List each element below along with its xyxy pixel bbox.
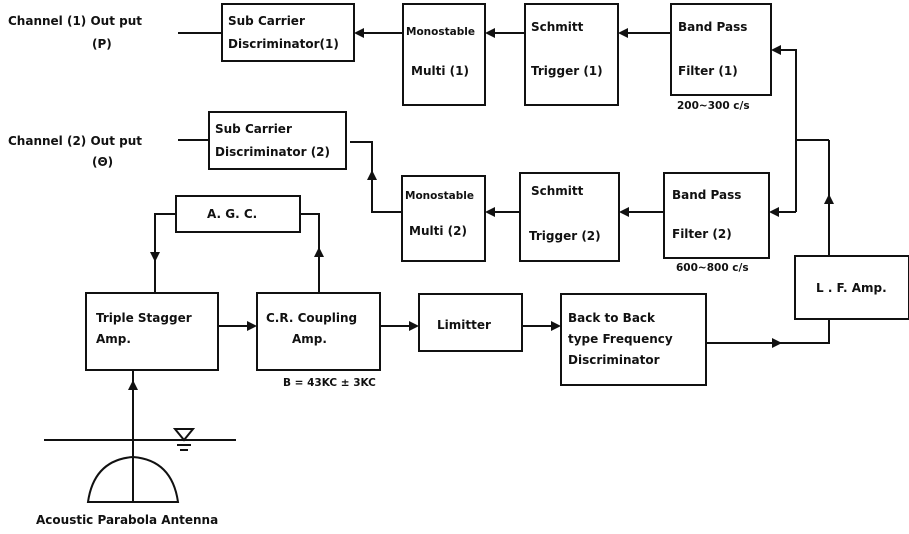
schmitt-trigger-1-label-l2: Trigger (1) — [531, 64, 603, 78]
monostable-multi-1-box — [403, 4, 485, 105]
back-to-back-label-l1: Back to Back — [568, 311, 656, 325]
band-pass-filter-2-range: 600~800 c/s — [676, 262, 749, 274]
feed-to-bpf1-arrow — [771, 45, 781, 55]
sub-carrier-discriminator-2-label-l2: Discriminator (2) — [215, 145, 330, 159]
limitter-to-discriminator-arrow — [551, 321, 561, 331]
monostable-multi-1-label-l2: Multi (1) — [411, 64, 469, 78]
cr-to-limitter-arrow — [409, 321, 419, 331]
schmitt1-to-mono1-arrow — [485, 28, 495, 38]
channel-2-output-label: Channel (2) Out put — [8, 134, 142, 148]
agc-label: A. G. C. — [207, 207, 257, 221]
antenna-label: Acoustic Parabola Antenna — [36, 513, 218, 527]
band-pass-filter-2-box — [664, 173, 769, 258]
water-level-symbol — [175, 429, 193, 440]
band-pass-filter-2-label-l2: Filter (2) — [672, 227, 732, 241]
cr-coupling-amp-label-l2: Amp. — [292, 332, 327, 346]
band-pass-filter-1-box — [671, 4, 771, 95]
limitter-label: Limitter — [437, 318, 491, 332]
sub-carrier-discriminator-1-label-l2: Discriminator(1) — [228, 37, 339, 51]
schmitt-trigger-2-label-l1: Schmitt — [531, 184, 584, 198]
triple-stagger-amp-label-l2: Amp. — [96, 332, 131, 346]
band-pass-filter-2-label-l1: Band Pass — [672, 188, 741, 202]
band-pass-filter-1-label-l1: Band Pass — [678, 20, 747, 34]
back-to-back-label-l3: Discriminator — [568, 353, 660, 367]
channel-2-output-symbol: (Θ) — [92, 155, 113, 169]
discriminator-to-lfamp-line — [706, 319, 829, 343]
sub-carrier-discriminator-2-box — [209, 112, 346, 169]
channel-1-output-symbol: (P) — [92, 37, 112, 51]
bpf2-to-schmitt2-arrow — [619, 207, 629, 217]
triple-to-cr-arrow — [247, 321, 257, 331]
monostable-multi-1-label-l1: Monostable — [406, 26, 475, 38]
sub-carrier-discriminator-2-label-l1: Sub Carrier — [215, 122, 292, 136]
cr-coupling-amp-label-l1: C.R. Coupling — [266, 311, 357, 325]
antenna-feed-arrow — [128, 380, 138, 390]
agc-control-arrow — [150, 252, 160, 262]
sub-carrier-discriminator-1-box — [222, 4, 354, 61]
monostable-multi-2-label-l1: Monostable — [405, 190, 474, 202]
band-pass-filter-1-range: 200~300 c/s — [677, 100, 750, 112]
schmitt2-to-mono2-arrow — [485, 207, 495, 217]
agc-feedback-arrow — [314, 247, 324, 257]
band-pass-filter-1-label-l2: Filter (1) — [678, 64, 738, 78]
mono2-to-subcarrier2-arrow — [367, 170, 377, 180]
triple-stagger-amp-label-l1: Triple Stagger — [96, 311, 192, 325]
mono2-to-subcarrier2-line — [350, 142, 402, 212]
schmitt-trigger-1-label-l1: Schmitt — [531, 20, 584, 34]
discriminator-to-lfamp-arrow — [772, 338, 782, 348]
monostable-multi-2-box — [402, 176, 485, 261]
schmitt-trigger-2-label-l2: Trigger (2) — [529, 229, 601, 243]
bpf1-to-schmitt1-arrow — [618, 28, 628, 38]
bandwidth-label: B = 43KC ± 3KC — [283, 377, 376, 389]
back-to-back-label-l2: type Frequency — [568, 332, 673, 346]
mono1-to-subcarrier1-arrow — [354, 28, 364, 38]
sub-carrier-discriminator-1-label-l1: Sub Carrier — [228, 14, 305, 28]
channel-1-output-label: Channel (1) Out put — [8, 14, 142, 28]
feed-to-bpf1-line — [777, 50, 796, 212]
feed-to-bpf2-arrow — [769, 207, 779, 217]
monostable-multi-2-label-l2: Multi (2) — [409, 224, 467, 238]
lf-amp-label: L . F. Amp. — [816, 281, 887, 295]
